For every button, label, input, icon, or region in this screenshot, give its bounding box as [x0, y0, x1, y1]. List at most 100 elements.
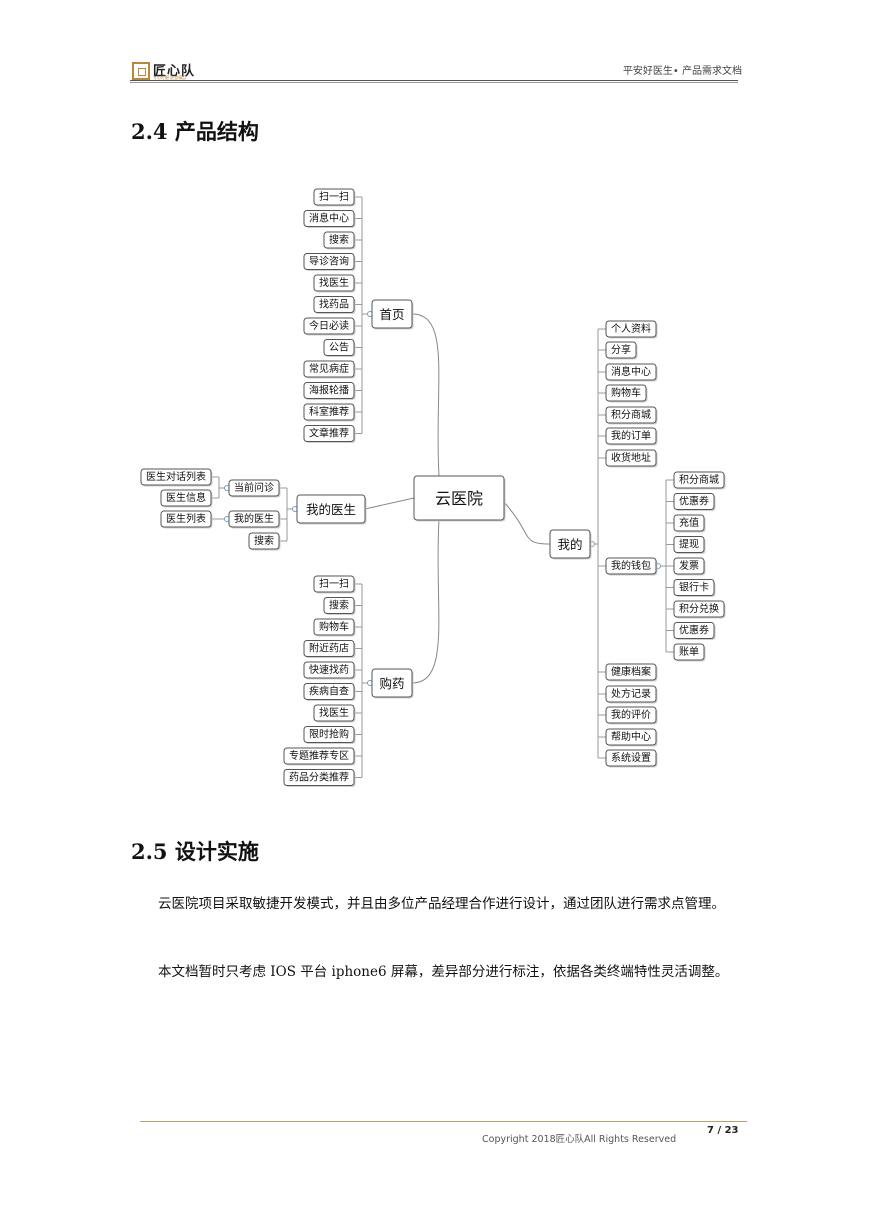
home-item-label: 消息中心 — [309, 212, 349, 225]
paragraph-agile: 云医院项目采取敏捷开发模式，并且由多位产品经理合作进行设计，通过团队进行需求点管… — [158, 896, 725, 912]
mine-item: 个人资料 — [605, 320, 658, 339]
home-item: 今日必读 — [303, 317, 356, 336]
pharmacy-item: 附近药店 — [303, 640, 356, 658]
home-item-label: 今日必读 — [309, 319, 349, 332]
mine-item: 消息中心 — [605, 363, 658, 382]
branch-mine-label: 我的 — [557, 537, 582, 552]
pharmacy-item: 专题推荐专区 — [283, 747, 356, 766]
my-doctor-item: 当前问诊 — [228, 479, 281, 498]
wallet-item: 账单 — [673, 643, 706, 662]
wallet-item: 优惠券 — [673, 622, 716, 640]
home-item: 搜索 — [323, 231, 356, 250]
pharmacy-item: 搜索 — [323, 597, 356, 615]
footer-divider — [140, 1121, 747, 1122]
pharmacy-item: 扫一扫 — [313, 575, 356, 594]
mine-item: 帮助中心 — [605, 728, 658, 747]
home-item: 科室推荐 — [303, 403, 356, 422]
my-doctor-item-label: 我的医生 — [234, 512, 274, 525]
mine-item-label: 我的订单 — [611, 429, 651, 442]
my-doctor-item: 搜索 — [248, 532, 281, 551]
pharmacy-item-label: 搜索 — [329, 599, 349, 612]
pharmacy-item-label: 附近药店 — [309, 642, 349, 655]
branch-home-label: 首页 — [379, 307, 404, 322]
mine-item-label: 消息中心 — [611, 365, 651, 378]
logo-mark-icon — [132, 62, 150, 80]
mine-item: 我的评价 — [605, 706, 658, 725]
page-number: 7 / 23 — [707, 1125, 739, 1136]
wallet-item-label: 积分兑换 — [679, 602, 719, 615]
my-doctor-subitem: 医生对话列表 — [140, 468, 213, 487]
mine-item-label: 购物车 — [611, 386, 641, 399]
home-item-label: 搜索 — [329, 233, 349, 246]
logo-tagline: 专心打磨·匠造精品 — [153, 75, 187, 80]
mine-item: 积分商城 — [605, 406, 658, 425]
root-node-label: 云医院 — [435, 489, 483, 508]
my-doctor-subitem: 医生信息 — [160, 489, 213, 508]
home-item-label: 公告 — [329, 341, 349, 354]
wallet-item-label: 积分商城 — [679, 473, 719, 486]
home-item: 扫一扫 — [313, 188, 356, 207]
pharmacy-item-label: 专题推荐专区 — [289, 749, 349, 762]
wallet-item: 发票 — [673, 557, 706, 576]
home-item-label: 常见病症 — [309, 362, 349, 375]
home-item: 海报轮播 — [303, 382, 356, 400]
home-item-label: 文章推荐 — [309, 427, 349, 440]
wallet-item-label: 账单 — [679, 646, 699, 658]
home-item: 公告 — [323, 339, 356, 357]
my-doctor-subitem-label: 医生对话列表 — [146, 470, 206, 483]
branch-home: 首页 — [371, 299, 414, 330]
pharmacy-item-label: 扫一扫 — [319, 577, 349, 590]
home-item: 常见病症 — [303, 360, 356, 379]
mine-item-label: 健康档案 — [611, 665, 651, 678]
mine-item-label: 系统设置 — [611, 751, 651, 764]
mine-item-label: 积分商城 — [611, 408, 651, 421]
pharmacy-item: 药品分类推荐 — [283, 769, 356, 787]
pharmacy-item-label: 找医生 — [319, 706, 349, 719]
pharmacy-item: 限时抢购 — [303, 726, 356, 744]
branch-my-doctor: 我的医生 — [296, 494, 367, 525]
home-item-label: 导诊咨询 — [309, 255, 349, 268]
my-doctor-item: 我的医生 — [228, 510, 281, 529]
logo-name: 匠心队 — [153, 63, 196, 79]
pharmacy-item: 找医生 — [313, 704, 356, 723]
mine-item: 处方记录 — [605, 685, 658, 704]
pharmacy-item-label: 购物车 — [319, 620, 349, 633]
mine-item: 健康档案 — [605, 663, 658, 682]
mine-item-label: 帮助中心 — [611, 730, 651, 743]
branch-mine: 我的 — [549, 529, 592, 560]
footer-copyright: Copyright 2018匠心队All Rights Reserved — [482, 1134, 677, 1145]
mine-item-label: 处方记录 — [611, 687, 651, 700]
home-item-label: 科室推荐 — [309, 405, 349, 418]
pharmacy-item: 购物车 — [313, 618, 356, 637]
mine-item: 购物车 — [605, 384, 648, 403]
wallet-item-label: 提现 — [679, 539, 699, 551]
pharmacy-item: 疾病自查 — [303, 683, 356, 701]
branch-pharmacy-label: 购药 — [379, 676, 404, 691]
company-logo: 匠心队 专心打磨·匠造精品 — [132, 60, 195, 82]
home-item: 找药品 — [313, 296, 356, 314]
mine-item: 收货地址 — [605, 449, 658, 468]
product-structure-mindmap: 扫一扫消息中心搜索导诊咨询找医生找药品今日必读公告常见病症海报轮播科室推荐文章推… — [140, 188, 726, 787]
pharmacy-item-label: 限时抢购 — [309, 728, 349, 741]
wallet-item: 提现 — [673, 536, 706, 554]
home-item-label: 找医生 — [319, 276, 349, 289]
section-title-product-structure: 2.4 产品结构 — [131, 119, 259, 144]
mine-item: 我的订单 — [605, 427, 658, 446]
pharmacy-item-label: 快速找药 — [309, 663, 349, 676]
header-divider-secondary — [130, 82, 738, 83]
mine-item: 我的钱包 — [605, 557, 658, 576]
my-doctor-subitem: 医生列表 — [160, 510, 213, 529]
home-item: 文章推荐 — [303, 425, 356, 443]
branch-pharmacy: 购药 — [371, 668, 414, 699]
home-item-label: 扫一扫 — [319, 190, 349, 203]
mine-item-label: 个人资料 — [611, 322, 651, 335]
header-divider — [130, 80, 738, 81]
home-item-label: 海报轮播 — [309, 384, 349, 397]
mine-item-label: 分享 — [611, 343, 631, 356]
mine-item-label: 我的钱包 — [611, 559, 651, 572]
wallet-item: 银行卡 — [673, 579, 716, 597]
wallet-item-label: 发票 — [679, 559, 699, 572]
paragraph-platform: 本文档暂时只考虑 IOS 平台 iphone6 屏幕，差异部分进行标注，依据各类… — [158, 964, 729, 980]
wallet-item-label: 优惠券 — [679, 495, 709, 508]
mine-item: 系统设置 — [605, 749, 658, 768]
